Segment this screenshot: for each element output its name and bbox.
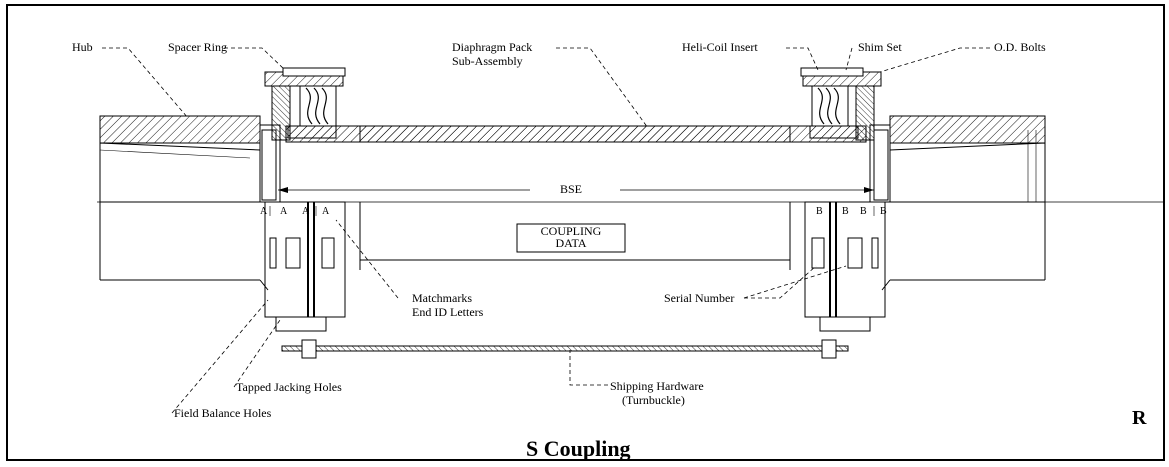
end-letter-a-3: A (302, 206, 310, 217)
leader-lines (102, 47, 990, 414)
end-letter-a-4: A (322, 206, 330, 217)
label-field-balance-holes: Field Balance Holes (174, 406, 272, 420)
end-letter-b-2: B (842, 206, 849, 217)
right-hub (869, 115, 1046, 203)
corner-mark: R (1132, 407, 1147, 429)
end-letter-b-1: B (816, 206, 823, 217)
label-helicoil-insert: Heli-Coil Insert (682, 40, 758, 54)
spacer-tube (285, 125, 867, 143)
end-letter-a-1: A (260, 206, 268, 217)
label-matchmarks-line2: End ID Letters (412, 305, 484, 319)
label-coupling-data-line1: COUPLING (540, 224, 602, 238)
turnbuckle (281, 339, 849, 359)
outer-border (6, 4, 1165, 461)
end-letter-b-4: B (880, 206, 887, 217)
left-hub (99, 115, 281, 203)
label-shim-set: Shim Set (858, 40, 902, 54)
end-letter-a-2: A (280, 206, 288, 217)
label-diaphragm-pack-line2: Sub-Assembly (452, 54, 523, 68)
end-letter-b-3: B (860, 206, 867, 217)
label-shipping-hardware-line2: (Turnbuckle) (622, 393, 685, 407)
label-shipping-hardware-line1: Shipping Hardware (610, 379, 704, 393)
label-serial-number: Serial Number (664, 291, 735, 305)
label-bse: BSE (560, 182, 583, 196)
label-tapped-jacking-holes: Tapped Jacking Holes (236, 380, 342, 394)
coupling-data-box (516, 223, 626, 253)
label-coupling-data-line2: DATA (555, 236, 587, 250)
diagram-title: S Coupling (526, 436, 631, 461)
label-spacer-ring: Spacer Ring (168, 40, 227, 54)
label-hub: Hub (72, 40, 93, 54)
label-matchmarks-line1: Matchmarks (412, 291, 472, 305)
label-diaphragm-pack-line1: Diaphragm Pack (452, 40, 533, 54)
lower-half (99, 201, 1046, 332)
bse-dimension (278, 187, 874, 193)
label-od-bolts: O.D. Bolts (994, 40, 1046, 54)
